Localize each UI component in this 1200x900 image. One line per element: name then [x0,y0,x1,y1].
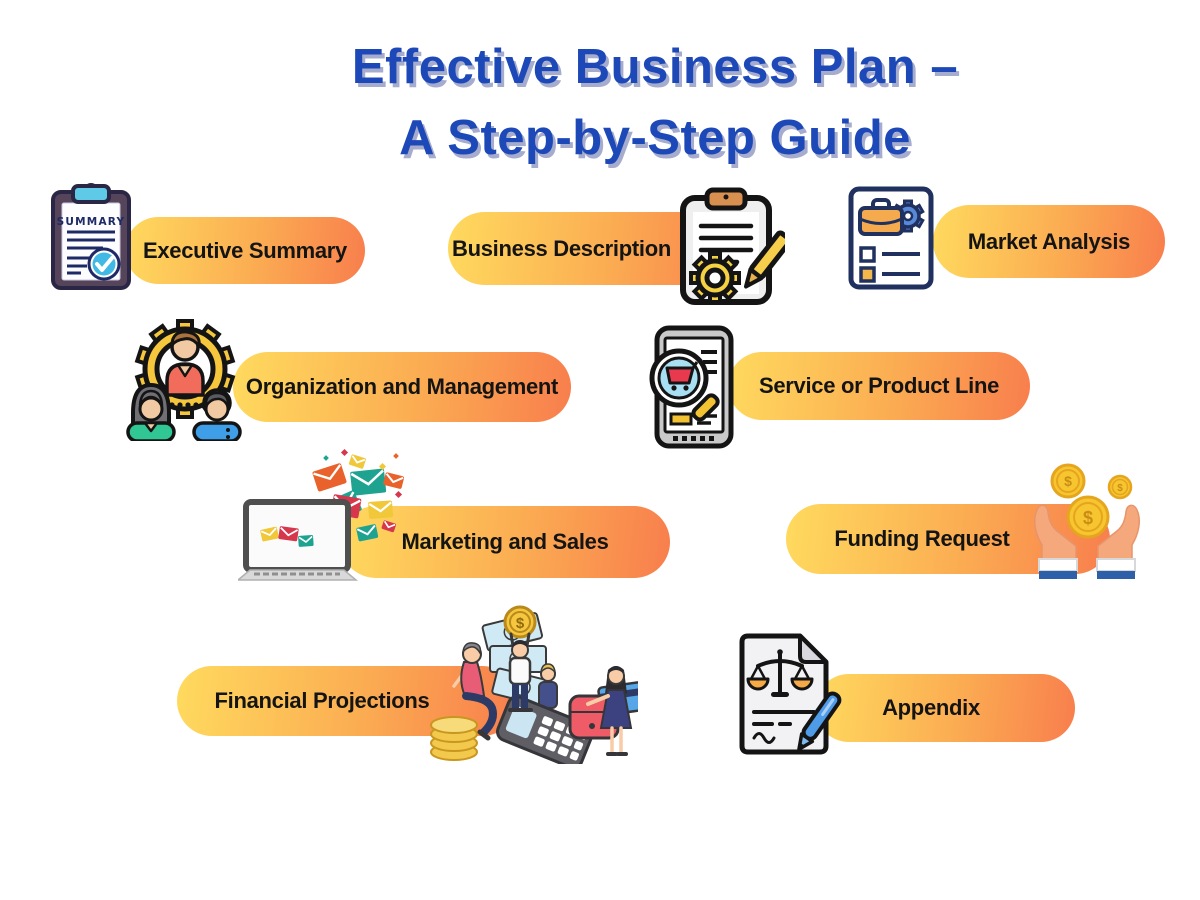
tablet-magnifier-cart-icon [633,324,735,450]
step-label: Service or Product Line [758,373,1000,398]
step-label: Executive Summary [142,237,347,263]
document-scales-pen-icon [726,632,842,756]
clipboard-pencil-gear-svg [680,187,785,305]
document-briefcase-gear-svg [848,186,934,290]
laptop-emails-svg [238,448,405,581]
finance-people-svg: $ [430,605,638,764]
clipboard-pencil-gear-icon [663,186,785,310]
step-label: Organization and Management [245,374,559,399]
summary-icon-text: SUMMARY [57,216,126,228]
dollar-glyph: $ [1064,473,1072,489]
tablet-magnifier-cart-svg [649,325,734,449]
dollar-glyph: $ [1083,508,1093,528]
finance-people-illustration: $ [420,600,638,764]
page-title-line1: Effective Business Plan – [351,40,959,94]
step-label: Business Description [452,235,671,261]
team-gear-svg [126,319,242,441]
step-pill-executive-summary: Executive Summary [125,217,365,284]
step-label: Market Analysis [967,228,1131,254]
step-label: Financial Projections [214,688,430,713]
step-pill-market-analysis: Market Analysis [933,205,1165,278]
step-pill-appendix: Appendix [815,674,1075,742]
step-pill-marketing-sales: Marketing and Sales [340,506,670,578]
team-gear-icon [121,311,245,441]
page-title-line2: A Step-by-Step Guide [399,111,911,165]
document-briefcase-gear-icon [848,186,934,290]
dollar-glyph: $ [1117,483,1123,494]
clipboard-summary-svg: SUMMARY [51,183,131,290]
hands-coins-svg: $ $ $ [1034,463,1140,579]
step-pill-service-product-line: Service or Product Line [728,352,1030,420]
clipboard-summary-icon: SUMMARY [45,182,137,292]
step-label: Marketing and Sales [401,529,609,554]
step-label: Funding Request [834,526,1010,551]
document-scales-pen-svg [739,633,842,755]
page-title: Effective Business Plan – A Step-by-Step… [110,32,1200,174]
step-label: Appendix [882,695,980,720]
step-pill-organization-management: Organization and Management [233,352,571,422]
dollar-glyph: $ [516,615,525,632]
laptop-emails-icon [238,446,406,582]
hands-coins-icon: $ $ $ [1028,457,1146,579]
